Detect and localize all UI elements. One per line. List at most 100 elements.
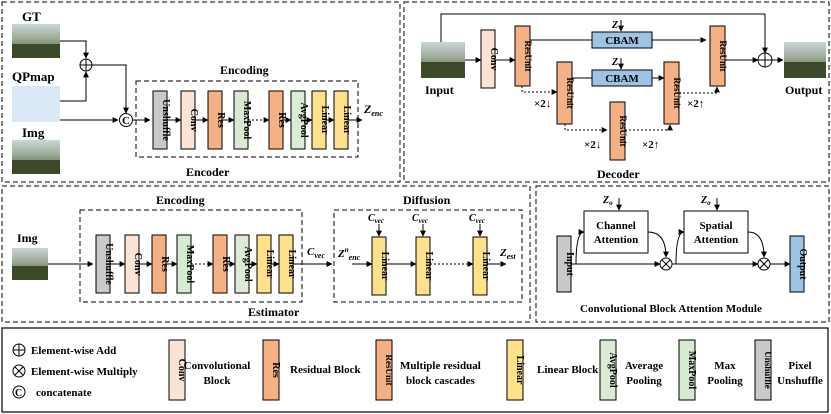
estimator-caption: Estimator <box>248 305 300 319</box>
diff-linear-3-label: Linear <box>480 252 491 281</box>
legend-linear-icon <box>506 339 524 401</box>
decoder-resunit-3 <box>609 101 626 161</box>
estimator-img-image <box>12 248 48 280</box>
estimator-blocks: Unshuffle Conv Res MaxPool Res AvgPool L… <box>95 234 333 294</box>
legend-maxpool-icon <box>678 339 696 401</box>
legend-multiply-icon <box>12 364 26 378</box>
legend-maxpool-label-2: Pooling <box>707 375 743 387</box>
legend-res-icon <box>262 339 280 401</box>
qpmap-image <box>12 86 60 122</box>
est-avgpool-label: AvgPool <box>242 246 253 282</box>
encoder-caption: Encoder <box>186 165 230 179</box>
decoder-input-label: Input <box>425 83 454 97</box>
decoder-resunit-3-label: ResUnit <box>618 116 628 147</box>
spatial-attention-label-1: Spatial <box>699 220 732 232</box>
est-linear2-label: Linear <box>286 250 297 279</box>
diff-linear-1-label: Linear <box>379 252 390 281</box>
cbam-output-label: Output <box>797 248 808 280</box>
legend-avgpool-label-1: Average <box>625 360 663 372</box>
enc-unshuffle-label: Unshuffle <box>160 99 171 141</box>
legend-unshuffle-label-2: Unshuffle <box>777 375 823 387</box>
scale-down-2: ×2↓ <box>584 139 601 151</box>
encoder-encoding-title: Encoding <box>220 63 269 77</box>
legend-unshuffle-label-1: Pixel <box>788 360 811 372</box>
svg-text:C: C <box>15 388 22 399</box>
img-image <box>12 140 60 174</box>
legend-add-label: Element-wise Add <box>31 345 116 357</box>
enc-conv-label: Conv <box>188 109 199 132</box>
scale-up-2: ×2↑ <box>642 139 659 151</box>
enc-avgpool-label: AvgPool <box>298 102 309 138</box>
legend-avgpool-label-2: Pooling <box>626 375 662 387</box>
z-enc-label: Zenc <box>363 102 383 118</box>
enc-linear2-label: Linear <box>341 106 352 135</box>
legend-resunit-sym: ResUnit <box>384 355 394 386</box>
channel-attention-box <box>583 210 649 254</box>
zest-label: Zest <box>499 247 516 261</box>
est-linear-label: Linear <box>264 250 275 279</box>
svg-text:Cvec: Cvec <box>368 213 384 225</box>
decoder-output-image <box>784 42 826 78</box>
gt-image <box>12 24 60 58</box>
legend-avgpool-icon <box>599 339 617 401</box>
cbam-2-z: Z <box>611 57 618 68</box>
cbam-2-label: CBAM <box>605 73 639 85</box>
decoder-conv-label: Conv <box>488 48 499 71</box>
legend-conv-sym: Conv <box>176 359 187 382</box>
legend-concat-label: concatenate <box>36 387 92 399</box>
legend-add-icon <box>12 343 26 357</box>
estimator-encoding-title: Encoding <box>156 193 205 207</box>
est-res2-label: Res <box>220 256 231 272</box>
legend-resunit-label-2: block cascades <box>406 375 475 387</box>
decoder-resunit-6 <box>709 25 726 87</box>
cbam-panel: Input Output Zo Channel Attention Zo Spa… <box>535 185 830 323</box>
legend-linear-label: Linear Block <box>537 364 599 376</box>
legend-unshuffle-sym: Unshuffle <box>763 351 773 389</box>
legend-res-sym: Res <box>270 362 281 378</box>
diff-linear-2-label: Linear <box>423 252 434 281</box>
cbam-zo-2: Zo <box>700 195 711 207</box>
diffusion-linear-blocks: Cvec Linear Cvec Linear Cvec Linear <box>368 213 507 296</box>
cbam-multiply-1 <box>659 257 673 271</box>
est-unshuffle-label: Unshuffle <box>103 243 114 285</box>
cbam-zo-1: Zo <box>602 195 613 207</box>
spatial-attention-label-2: Attention <box>694 234 739 246</box>
scale-up-1: ×2↑ <box>687 98 704 110</box>
add-symbol <box>79 58 93 72</box>
zenc-n-label: Znenc <box>337 246 361 262</box>
enc-maxpool-label: MaxPool <box>241 101 252 140</box>
legend-conv-icon <box>168 339 186 401</box>
cbam-1-z: Z <box>611 20 618 31</box>
legend-linear-sym: Linear <box>514 356 525 385</box>
concat-symbol: C <box>119 113 133 127</box>
svg-text:Cvec: Cvec <box>469 213 485 225</box>
channel-attention-label-2: Attention <box>594 234 639 246</box>
cbam-multiply-2 <box>757 257 771 271</box>
cbam-1-label: CBAM <box>605 35 639 47</box>
est-conv-label: Conv <box>132 253 143 276</box>
decoder-conv <box>480 29 496 89</box>
estimator-cvec-out: Cvec <box>307 246 325 260</box>
legend-res-label: Residual Block <box>290 364 361 376</box>
cbam-input-label: Input <box>564 252 575 277</box>
enc-linear-label: Linear <box>319 106 330 135</box>
estimator-img-label: Img <box>17 231 38 245</box>
legend-conv-label-1: Convolutional <box>184 360 251 372</box>
channel-attention-label-1: Channel <box>596 220 636 232</box>
legend-conv-label-2: Block <box>204 375 232 387</box>
est-res-label: Res <box>159 256 170 272</box>
svg-text:Cvec: Cvec <box>412 213 428 225</box>
legend-avgpool-sym: AvgPool <box>607 352 618 388</box>
est-maxpool-label: MaxPool <box>184 245 195 284</box>
legend-panel: Element-wise Add Element-wise Multiply C… <box>1 327 829 413</box>
decoder-resunit-6-label: ResUnit <box>718 41 728 72</box>
svg-text:C: C <box>122 115 130 127</box>
img-label: Img <box>22 125 45 140</box>
diffusion-title: Diffusion <box>403 193 451 207</box>
enc-res-label: Res <box>215 112 226 128</box>
legend-concat-icon: C <box>12 385 26 399</box>
encoder-blocks: Unshuffle Conv Res MaxPool Res AvgPool L… <box>152 90 363 150</box>
estimator-panel: Img Encoding Unshuffle Conv Res MaxPool … <box>1 185 531 323</box>
cbam-box-2 <box>591 69 653 87</box>
